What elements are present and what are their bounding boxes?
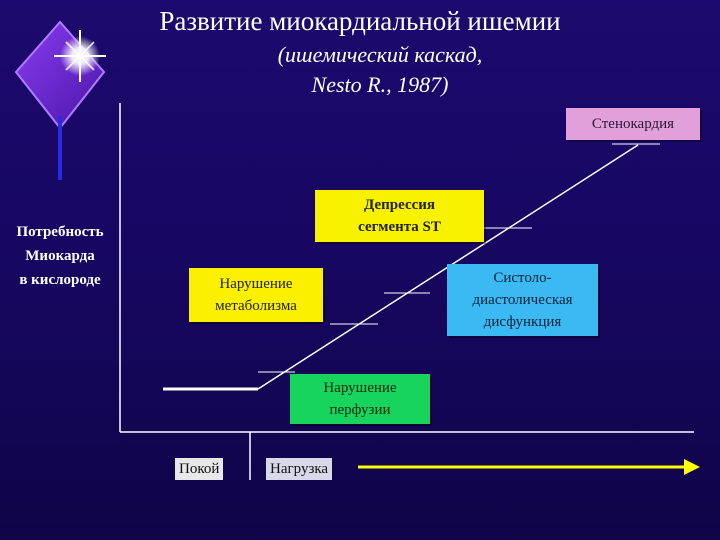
- sysdia-line2: диастолическая: [473, 289, 573, 311]
- systolic-diastolic-dysfunction-box: Систоло- диастолическая дисфункция: [447, 264, 598, 336]
- sysdia-line1: Систоло-: [473, 267, 573, 289]
- st-depression-line1: Депрессия: [358, 194, 441, 216]
- y-axis-label-line2: Миокарда: [0, 244, 120, 268]
- perfusion-line1: Нарушение: [323, 377, 396, 399]
- stenocardia-box: Стенокардия: [566, 108, 700, 140]
- arrow-right-icon: [684, 459, 700, 475]
- perfusion-line2: перфузии: [323, 399, 396, 421]
- st-depression-box: Депрессия сегмента ST: [315, 190, 484, 242]
- y-axis-label-line3: в кислороде: [0, 268, 120, 292]
- metabolism-line2: метаболизма: [215, 295, 297, 317]
- y-axis-label-line1: Потребность: [0, 220, 120, 244]
- stenocardia-label: Стенокардия: [592, 113, 674, 135]
- perfusion-disorder-box: Нарушение перфузии: [290, 374, 430, 424]
- st-depression-line2: сегмента ST: [358, 216, 441, 238]
- x-label-rest: Покой: [175, 458, 223, 480]
- x-label-load: Нагрузка: [266, 458, 332, 480]
- y-axis-label: Потребность Миокарда в кислороде: [0, 220, 120, 292]
- sysdia-line3: дисфункция: [473, 311, 573, 333]
- metabolism-line1: Нарушение: [215, 273, 297, 295]
- metabolism-disorder-box: Нарушение метаболизма: [189, 268, 323, 322]
